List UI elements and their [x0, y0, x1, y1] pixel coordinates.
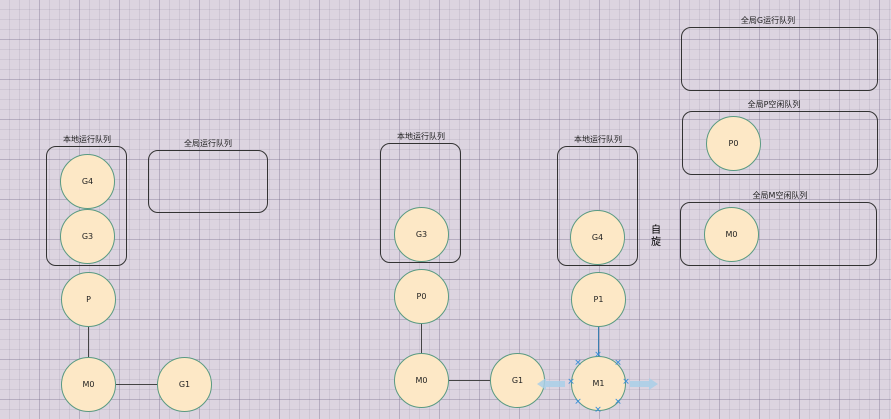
global-m-idle-box[interactable] [680, 202, 877, 266]
selection-handle-icon[interactable]: ✕ [574, 397, 582, 408]
p1-g3-node[interactable]: G3 [60, 209, 115, 264]
global-g-queue-box[interactable] [681, 27, 878, 91]
global-g-queue-label: 全局G运行队列 [740, 16, 796, 25]
p2-m0-node[interactable]: M0 [394, 353, 449, 408]
connect-arrow-left-icon[interactable] [537, 377, 565, 391]
p1-g4-node[interactable]: G4 [60, 154, 115, 209]
global-p0-node[interactable]: P0 [706, 116, 761, 171]
p3-g4-node[interactable]: G4 [570, 210, 625, 265]
p3-p1-node[interactable]: P1 [571, 272, 626, 327]
p2-m0-g1-link [449, 380, 490, 381]
p1-p-m0-link [88, 327, 89, 357]
p3-p1-m1-link [598, 327, 599, 356]
selection-handle-icon[interactable]: ✕ [614, 358, 622, 369]
p2-p0-m0-link [421, 324, 422, 353]
selection-handle-icon[interactable]: ✕ [594, 350, 602, 361]
p1-local-queue-box[interactable] [46, 146, 127, 266]
global-p-idle-box[interactable] [682, 111, 878, 175]
global-m0-node[interactable]: M0 [704, 207, 759, 262]
global-p-idle-label: 全局P空闲队列 [747, 100, 801, 109]
selection-handle-icon[interactable]: ✕ [574, 358, 582, 369]
p1-m0-node[interactable]: M0 [61, 357, 116, 412]
p1-local-queue-label: 本地运行队列 [63, 135, 111, 144]
p2-g3-node[interactable]: G3 [394, 207, 449, 262]
p1-p-node[interactable]: P [61, 272, 116, 327]
spin-label: 自旋 [651, 225, 661, 248]
p3-local-queue-label: 本地运行队列 [574, 135, 622, 144]
selection-handle-icon[interactable]: ✕ [622, 377, 630, 388]
selection-handle-icon[interactable]: ✕ [567, 377, 575, 388]
p1-global-queue-label: 全局运行队列 [184, 139, 232, 148]
p3-m1-node[interactable]: M1 [571, 356, 626, 411]
connect-arrow-right-icon[interactable] [630, 377, 658, 391]
p1-global-queue-box[interactable] [148, 150, 268, 213]
p1-g1-node[interactable]: G1 [157, 357, 212, 412]
p2-local-queue-label: 本地运行队列 [397, 132, 445, 141]
global-m-idle-label: 全局M空闲队列 [752, 191, 808, 200]
p2-p0-node[interactable]: P0 [394, 269, 449, 324]
selection-handle-icon[interactable]: ✕ [594, 405, 602, 416]
p1-m0-g1-link [116, 384, 157, 385]
p2-local-queue-box[interactable] [380, 143, 461, 263]
p3-local-queue-box[interactable] [557, 146, 638, 266]
selection-handle-icon[interactable]: ✕ [614, 397, 622, 408]
